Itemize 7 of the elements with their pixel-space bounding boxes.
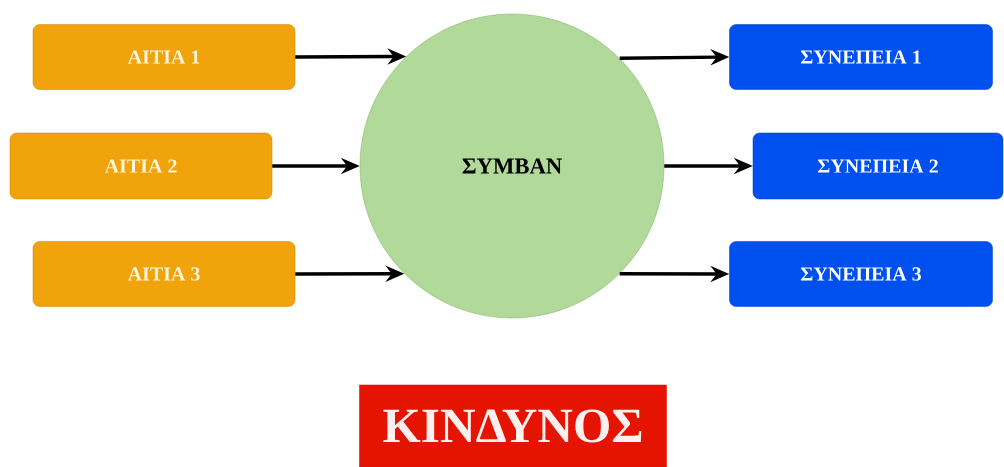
process-box: ΑΙΤΙΑ 3 [32,241,296,307]
warning-box: ΚΙΝΔΥΝΟΣ [359,384,667,467]
process-box: ΣΥΝΕΠΕΙΑ 3 [729,241,993,307]
process-box: ΣΥΝΕΠΕΙΑ 2 [752,132,1004,200]
process-box: ΣΥΝΕΠΕΙΑ 1 [729,24,993,90]
process-box: ΑΙΤΙΑ 1 [32,24,296,90]
process-box: ΑΙΤΙΑ 2 [9,132,273,200]
